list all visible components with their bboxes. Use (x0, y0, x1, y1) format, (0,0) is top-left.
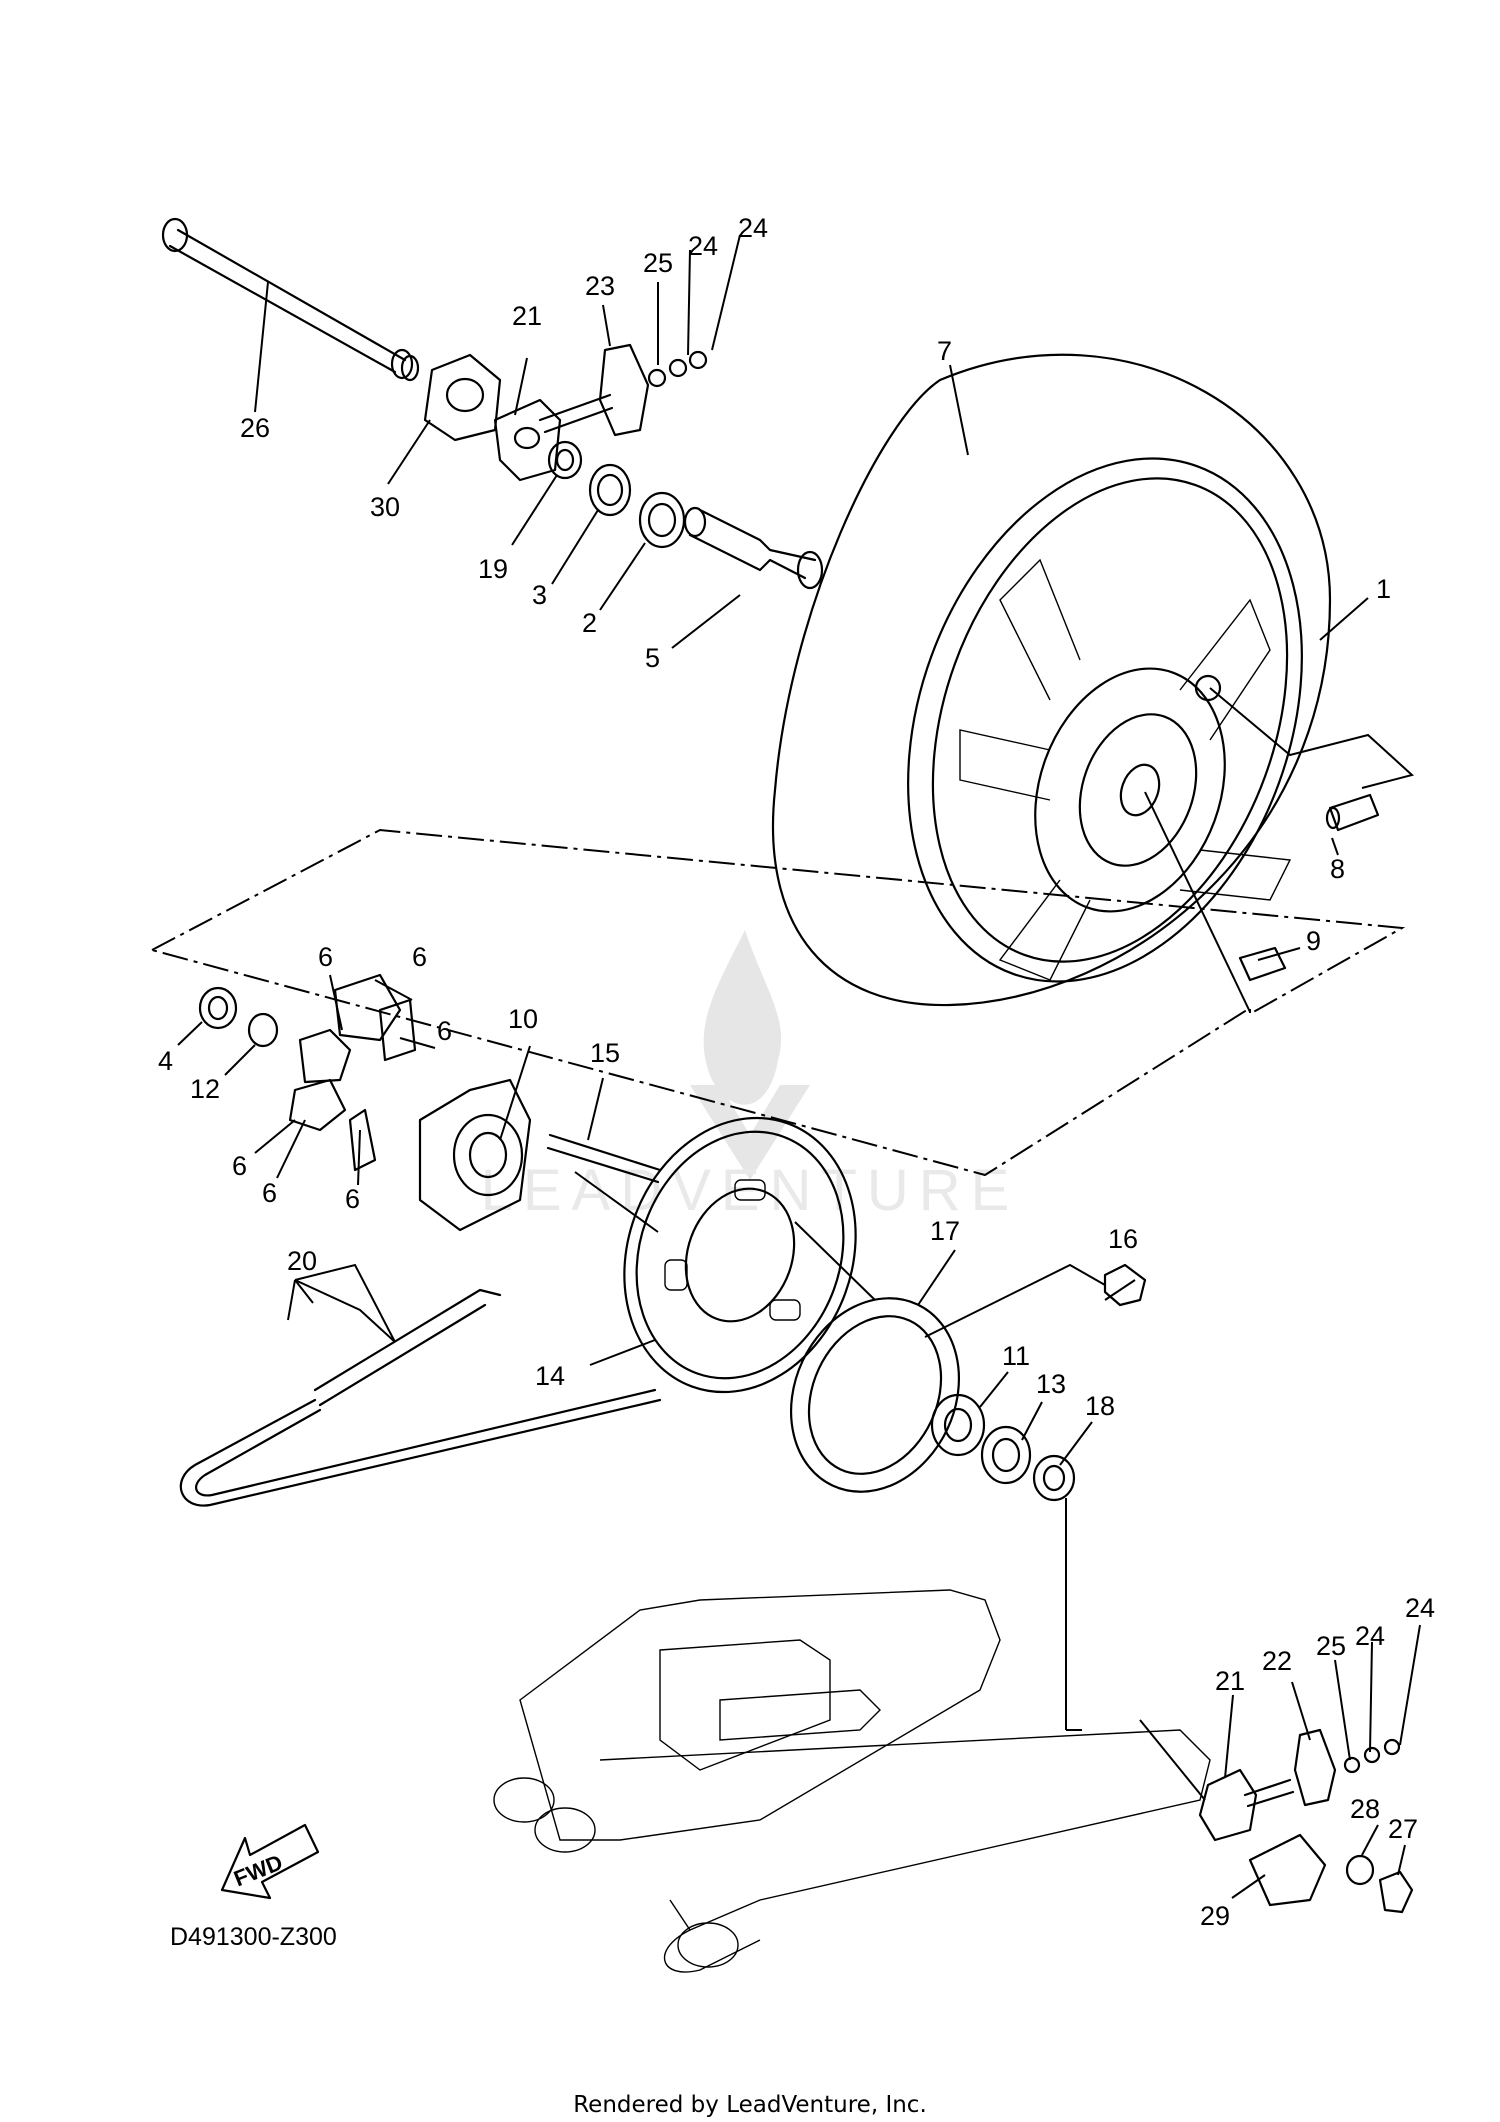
hub-assembly-boundary (151, 828, 1406, 1177)
adjuster-parts-left (423, 343, 708, 482)
callout-25b: 25 (1316, 1631, 1346, 1661)
callout-27: 27 (1388, 1814, 1418, 1844)
callout-24c: 24 (1355, 1621, 1385, 1651)
callout-16: 16 (1108, 1224, 1138, 1254)
callout-19: 19 (478, 554, 508, 584)
callout-6f: 6 (345, 1184, 360, 1214)
callout-17: 17 (930, 1216, 960, 1246)
callout-20: 20 (287, 1246, 317, 1276)
callout-2: 2 (582, 608, 597, 638)
callout-26: 26 (240, 413, 270, 443)
callout-6d: 6 (232, 1151, 247, 1181)
callout-18: 18 (1085, 1391, 1115, 1421)
callout-21a: 21 (512, 301, 542, 331)
swingarm (493, 1589, 1211, 1973)
callout-24a: 24 (688, 231, 718, 261)
sprocket-hub-parts (198, 973, 662, 1232)
callout-15: 15 (590, 1038, 620, 1068)
callout-labels: 1 2 3 4 5 6 6 6 6 6 6 7 8 9 10 11 12 13 … (158, 213, 1435, 1931)
callout-12: 12 (190, 1074, 220, 1104)
hub-spacers-and-bearings (547, 440, 824, 590)
callout-4: 4 (158, 1046, 173, 1076)
callout-8: 8 (1330, 854, 1345, 884)
wheel-and-tire (771, 353, 1332, 1007)
callout-6e: 6 (262, 1178, 277, 1208)
callout-3: 3 (532, 580, 547, 610)
callout-29: 29 (1200, 1901, 1230, 1931)
chain-part-20 (179, 1288, 662, 1507)
fwd-label: FWD (230, 1849, 286, 1891)
diagram-code: D491300-Z300 (170, 1923, 337, 1951)
callout-13: 13 (1036, 1369, 1066, 1399)
callout-9: 9 (1306, 926, 1321, 956)
adjuster-parts-right (1198, 1728, 1414, 1914)
callout-11: 11 (1002, 1341, 1030, 1371)
callout-28: 28 (1350, 1794, 1380, 1824)
callout-6a: 6 (318, 942, 333, 972)
sprocket-side-parts (789, 1263, 1147, 1502)
callout-23: 23 (585, 271, 615, 301)
callout-6c: 6 (437, 1016, 452, 1046)
callout-10: 10 (508, 1004, 538, 1034)
watermark-text: LEADVENTURE (481, 1158, 1020, 1223)
callout-24b: 24 (738, 213, 768, 243)
fwd-arrow-icon: FWD (220, 1823, 320, 1900)
callout-30: 30 (370, 492, 400, 522)
callout-14: 14 (535, 1361, 565, 1391)
axle-part-26 (161, 217, 420, 382)
callout-22: 22 (1262, 1646, 1292, 1676)
callout-6b: 6 (412, 942, 427, 972)
sprocket-part-14 (623, 1116, 857, 1394)
callout-24d: 24 (1405, 1593, 1435, 1623)
callout-5: 5 (645, 643, 660, 673)
callout-1: 1 (1376, 574, 1391, 604)
watermark: LEADVENTURE (481, 930, 1020, 1223)
valve-and-weight (1238, 793, 1380, 982)
callout-7: 7 (937, 336, 952, 366)
callout-21b: 21 (1215, 1666, 1245, 1696)
leader-lines (177, 234, 1421, 1899)
render-credit: Rendered by LeadVenture, Inc. (573, 2092, 927, 2118)
callout-25a: 25 (643, 248, 673, 278)
